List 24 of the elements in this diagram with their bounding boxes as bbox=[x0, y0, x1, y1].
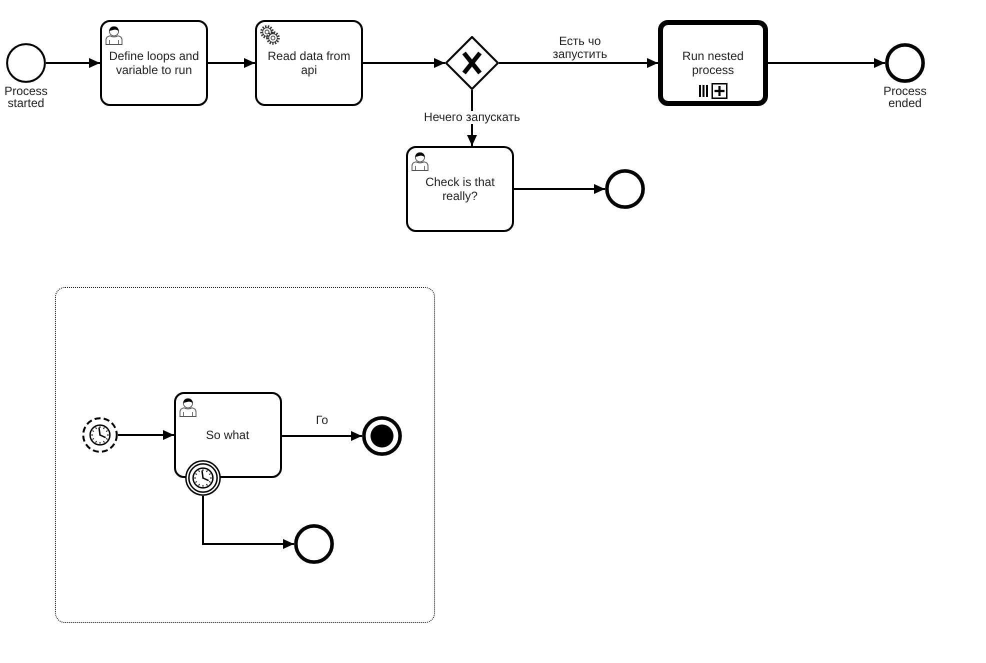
sequence-flow-arrow bbox=[768, 58, 885, 68]
task-label: Read data from api bbox=[266, 49, 352, 77]
task-box bbox=[255, 20, 363, 106]
sequence-flow-arrow bbox=[118, 430, 174, 440]
task-label: Define loops and variable to run bbox=[108, 49, 200, 77]
edge-label: Нечего запускать bbox=[422, 111, 522, 124]
sequence-flow-arrow bbox=[499, 58, 658, 68]
sequence-flow-arrow bbox=[363, 58, 445, 68]
sequence-flow-arrow bbox=[208, 58, 255, 68]
event-label: Process ended bbox=[882, 85, 928, 109]
task-box bbox=[658, 20, 768, 106]
sequence-flow-arrow bbox=[514, 184, 605, 194]
task-label: Check is that really? bbox=[424, 175, 496, 203]
event-label: Process started bbox=[3, 85, 49, 109]
task-box bbox=[100, 20, 208, 106]
event-subprocess-box bbox=[55, 287, 435, 623]
sequence-flow-arrow bbox=[202, 496, 294, 549]
task-box bbox=[406, 146, 514, 232]
task-label: So what bbox=[206, 428, 250, 442]
task-label: Run nested process bbox=[681, 49, 745, 77]
sequence-flow-arrow bbox=[282, 431, 362, 441]
task-box bbox=[174, 392, 282, 478]
sequence-flow-arrow bbox=[46, 58, 100, 68]
edge-label: Го bbox=[314, 414, 330, 427]
